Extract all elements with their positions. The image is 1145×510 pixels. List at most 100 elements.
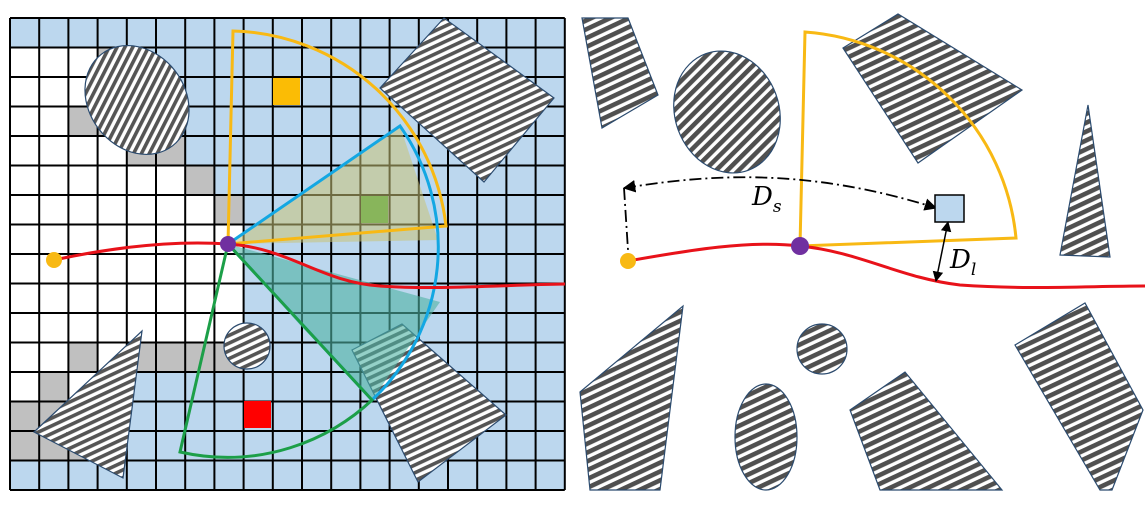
grid-cell <box>331 18 361 48</box>
grid-cell <box>535 254 565 284</box>
grid-cell <box>156 195 186 225</box>
grid-cell <box>272 460 302 490</box>
grid-cell <box>39 77 69 107</box>
grid-cell <box>68 195 98 225</box>
grid-cell <box>97 18 127 48</box>
grid-cell <box>68 313 98 343</box>
grid-cell <box>535 372 565 402</box>
grid-cell <box>448 224 478 254</box>
grid-cell <box>477 18 507 48</box>
robot-dot <box>220 236 236 252</box>
grid-cell <box>68 136 98 166</box>
grid-cell <box>10 431 40 461</box>
grid-cell <box>68 342 98 372</box>
grid-cell <box>214 47 244 77</box>
target-box <box>934 194 965 223</box>
grid-cell <box>68 18 98 48</box>
dl-arrow <box>932 220 952 283</box>
grid-cell <box>302 77 332 107</box>
grid-cell <box>185 460 215 490</box>
grid-cell <box>360 18 390 48</box>
grid-cell <box>448 195 478 225</box>
grid-cell <box>10 18 40 48</box>
grid-cell <box>477 342 507 372</box>
red-cell <box>244 401 271 428</box>
obstacle-rect-top <box>842 13 1024 164</box>
grid-cell <box>331 431 361 461</box>
obstacle-top-left <box>581 17 659 129</box>
grid-cell <box>535 431 565 461</box>
ds-label: Ds <box>751 182 782 217</box>
grid-cell <box>302 372 332 402</box>
grid-cell <box>448 313 478 343</box>
grid-cell <box>535 283 565 313</box>
grid-cell <box>302 47 332 77</box>
grid-cell <box>389 18 419 48</box>
grid-cell <box>126 165 156 195</box>
grid-cell <box>10 106 40 136</box>
obstacle-ellipse-bottom <box>734 383 798 491</box>
grid-cell <box>39 195 69 225</box>
grid-cell <box>68 283 98 313</box>
grid-cell <box>302 401 332 431</box>
grid-cell <box>214 372 244 402</box>
obstacle-trapezoid <box>849 371 1004 491</box>
obstacle-triangle <box>32 329 143 479</box>
grid-cell <box>10 460 40 490</box>
grid-cell <box>214 18 244 48</box>
grid-cell <box>331 77 361 107</box>
grid-cell <box>535 136 565 166</box>
grid-cell <box>418 254 448 284</box>
grid-cell <box>156 165 186 195</box>
grid-cell <box>10 165 40 195</box>
grid-cell <box>185 195 215 225</box>
robot-dot-right <box>791 237 809 255</box>
grid-cell <box>185 372 215 402</box>
grid-cell <box>243 47 273 77</box>
grid-cell <box>243 77 273 107</box>
grid-cell <box>506 342 536 372</box>
grid-cell <box>185 283 215 313</box>
grid-cell <box>156 372 186 402</box>
grid-cell <box>302 106 332 136</box>
grid-cell <box>126 283 156 313</box>
grid-cell <box>506 195 536 225</box>
grid-cell <box>68 165 98 195</box>
grid-cell <box>360 106 390 136</box>
grid-cell <box>185 224 215 254</box>
grid-cell <box>156 254 186 284</box>
grid-cell <box>214 431 244 461</box>
grid-cell <box>39 313 69 343</box>
grid-cell <box>272 136 302 166</box>
grid-cell <box>535 460 565 490</box>
grid-cell <box>535 47 565 77</box>
grid-cell <box>156 224 186 254</box>
grid-cell <box>10 224 40 254</box>
ds-arc <box>622 176 938 211</box>
grid-cell <box>243 106 273 136</box>
grid-cell <box>10 195 40 225</box>
grid-cell <box>477 224 507 254</box>
grid-cell <box>10 372 40 402</box>
grid-cell <box>126 431 156 461</box>
grid-cell <box>10 254 40 284</box>
grid-cell <box>97 254 127 284</box>
grid-cell <box>97 283 127 313</box>
grid-cell <box>185 254 215 284</box>
grid-cell <box>126 224 156 254</box>
grid-cell <box>360 431 390 461</box>
start-dot-right <box>620 253 636 269</box>
grid-cell <box>185 47 215 77</box>
grid-cell <box>272 165 302 195</box>
grid-cell <box>448 342 478 372</box>
grid-cell <box>185 106 215 136</box>
grid-cell <box>331 460 361 490</box>
grid-cell <box>214 460 244 490</box>
grid-cells <box>10 18 565 490</box>
grid-cell <box>272 372 302 402</box>
obstacle-ellipse <box>84 44 190 156</box>
grid-cell <box>214 106 244 136</box>
grid-cell <box>272 106 302 136</box>
grid-cell <box>39 372 69 402</box>
grid-cell <box>506 372 536 402</box>
